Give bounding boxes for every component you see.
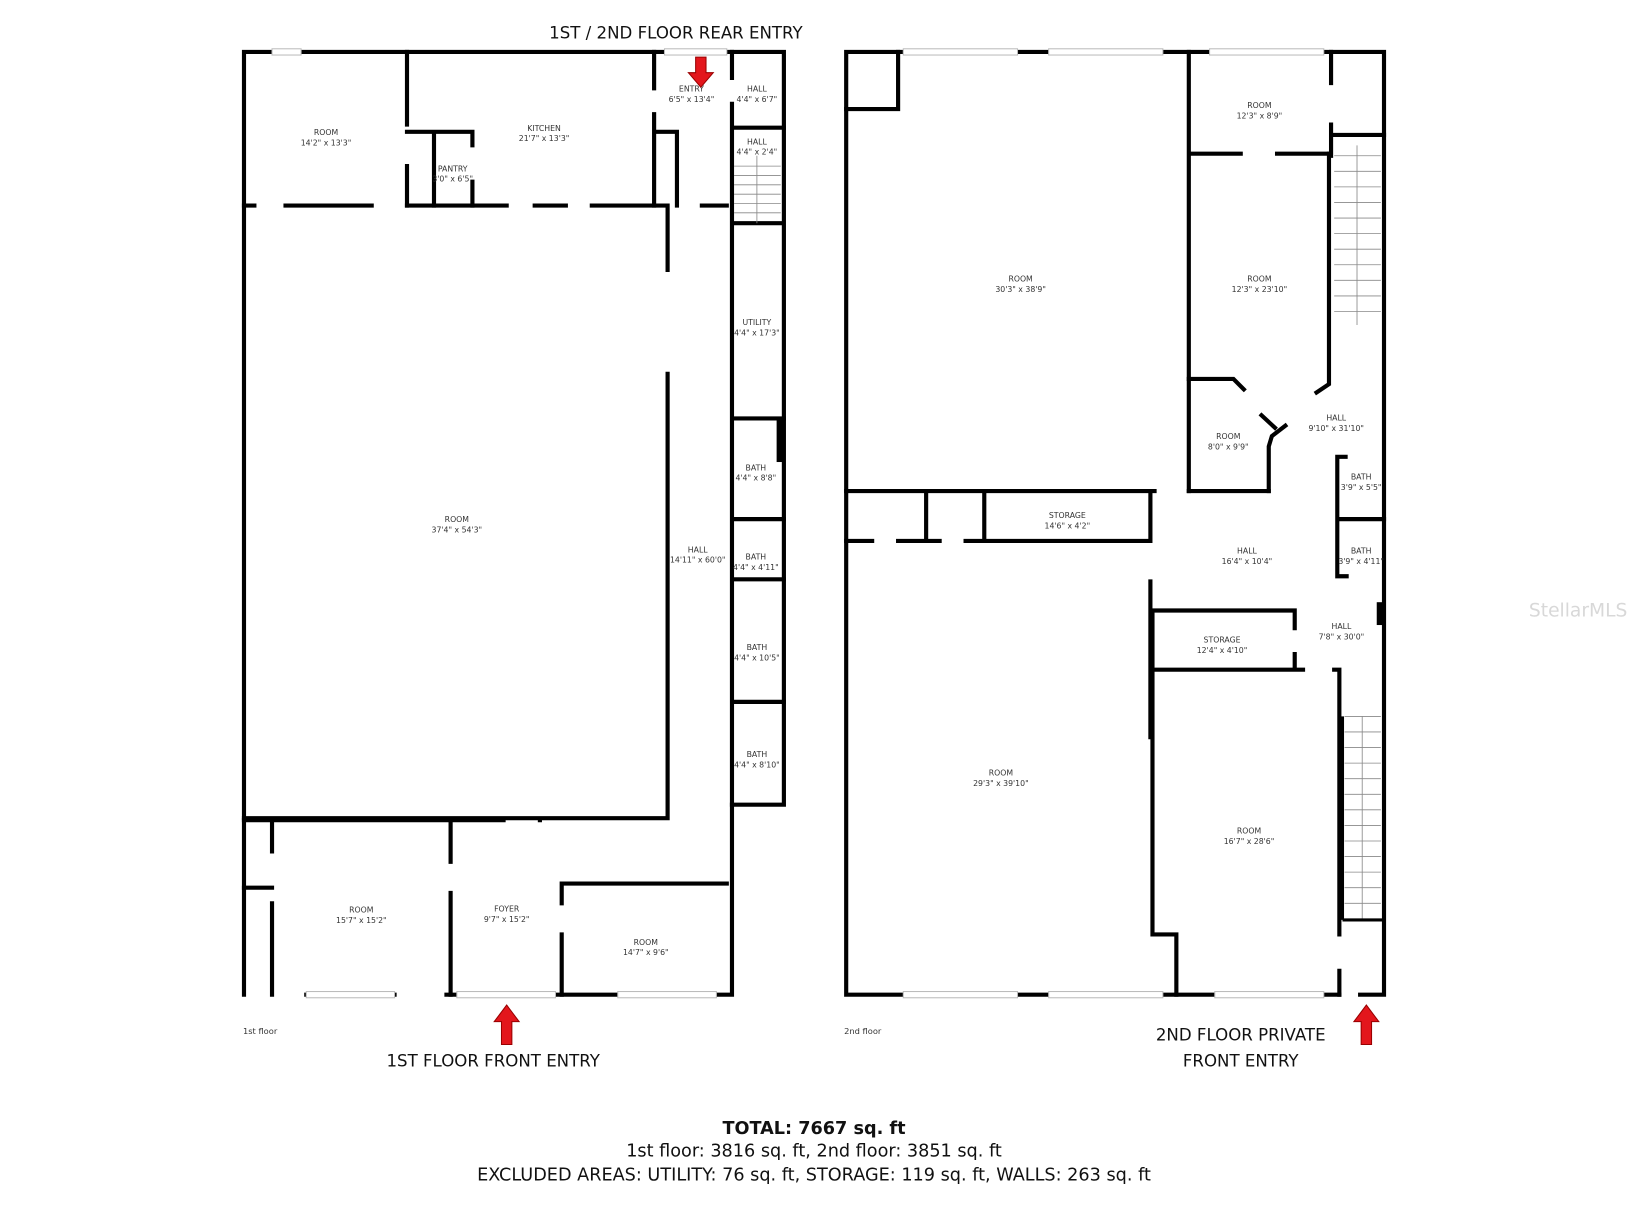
room-label: ROOM: [1237, 827, 1261, 836]
room-size: 14'2" x 13'3": [301, 138, 352, 147]
room-size: 14'7" x 9'6": [623, 948, 669, 957]
watermark: StellarMLS: [1529, 601, 1628, 622]
bath-label: BATH: [746, 553, 767, 562]
hall-label: HALL: [688, 545, 708, 554]
bath-size: 4'4" x 4'11": [733, 563, 779, 572]
room-label: ROOM: [1216, 432, 1240, 441]
hall-size: 14'11" x 60'0": [670, 556, 726, 565]
hall-size: 16'4" x 10'4": [1222, 557, 1273, 566]
private-entry-caption-line1: 2ND FLOOR PRIVATE: [1156, 1025, 1326, 1044]
utility-label: UTILITY: [742, 318, 771, 327]
entry-label: ENTRY: [679, 84, 704, 93]
bath-size: 4'4" x 10'5": [734, 653, 780, 662]
second-floor-labels: ROOM 12'3" x 8'9" ROOM 30'3" x 38'9" ROO…: [844, 101, 1384, 1036]
bath-label: BATH: [747, 643, 768, 652]
second-floor-walls: [844, 48, 1387, 999]
room-size: 37'4" x 54'3": [432, 526, 483, 535]
kitchen-size: 21'7" x 13'3": [519, 134, 570, 143]
private-entry-caption-line2: FRONT ENTRY: [1183, 1051, 1300, 1070]
kitchen-label: KITCHEN: [527, 124, 561, 133]
bath-label: BATH: [1351, 473, 1372, 482]
room-size: 12'3" x 23'10": [1232, 285, 1288, 294]
hall-size: 9'10" x 31'10": [1308, 424, 1364, 433]
hall-label: HALL: [747, 84, 767, 93]
floor-label: 2nd floor: [844, 1026, 882, 1036]
room-size: 8'0" x 9'9": [1208, 443, 1249, 452]
hall-label: HALL: [1237, 546, 1257, 555]
pantry-size: 3'0" x 6'5": [432, 175, 473, 184]
bath-size: 4'4" x 8'10": [734, 760, 780, 769]
utility-size: 4'4" x 17'3": [734, 328, 780, 337]
first-floor-labels: ROOM 14'2" x 13'3" KITCHEN 21'7" x 13'3"…: [243, 84, 780, 1036]
bath-label: BATH: [746, 463, 767, 472]
room-label: ROOM: [314, 128, 338, 137]
rear-entry-arrow-icon: [687, 56, 715, 89]
front-entry-arrow-icon: [493, 1004, 521, 1046]
hall-size: 4'4" x 2'4": [737, 148, 778, 157]
storage-label: STORAGE: [1049, 511, 1086, 520]
room-label: ROOM: [349, 906, 373, 915]
bath-label: BATH: [1351, 546, 1372, 555]
room-size: 16'7" x 28'6": [1224, 837, 1275, 846]
room-size: 30'3" x 38'9": [995, 285, 1046, 294]
foyer-label: FOYER: [494, 905, 520, 914]
bath-size: 4'4" x 8'8": [735, 474, 776, 483]
hall-label: HALL: [1332, 622, 1352, 631]
room-label: ROOM: [1008, 274, 1032, 283]
floor-areas: 1st floor: 3816 sq. ft, 2nd floor: 3851 …: [626, 1142, 1002, 1162]
first-floor-walls: [241, 48, 786, 999]
hall-size: 7'8" x 30'0": [1319, 633, 1365, 642]
room-size: 15'7" x 15'2": [336, 916, 387, 925]
bath-label: BATH: [747, 750, 768, 759]
hall-size: 4'4" x 6'7": [737, 95, 778, 104]
hall-label: HALL: [747, 137, 767, 146]
room-label: ROOM: [1247, 101, 1271, 110]
room-label: ROOM: [445, 515, 469, 524]
entry-size: 6'5" x 13'4": [669, 95, 715, 104]
floor-label: 1st floor: [243, 1026, 278, 1036]
private-entry-arrow-icon: [1352, 1004, 1380, 1046]
front-entry-caption: 1ST FLOOR FRONT ENTRY: [386, 1051, 600, 1070]
hall-label: HALL: [1326, 413, 1346, 422]
room-size: 12'3" x 8'9": [1237, 111, 1283, 120]
storage-size: 12'4" x 4'10": [1197, 646, 1248, 655]
room-label: ROOM: [634, 938, 658, 947]
rear-entry-caption: 1ST / 2ND FLOOR REAR ENTRY: [549, 23, 803, 42]
storage-size: 14'6" x 4'2": [1045, 521, 1091, 530]
room-label: ROOM: [989, 769, 1013, 778]
total-area: TOTAL: 7667 sq. ft: [722, 1119, 906, 1139]
room-label: ROOM: [1247, 274, 1271, 283]
foyer-size: 9'7" x 15'2": [484, 915, 530, 924]
pantry-label: PANTRY: [438, 164, 468, 173]
bath-size: 3'9" x 5'5": [1341, 483, 1382, 492]
bath-size: 3'9" x 4'11": [1338, 557, 1384, 566]
storage-label: STORAGE: [1204, 636, 1241, 645]
room-size: 29'3" x 39'10": [973, 779, 1029, 788]
excluded-areas: EXCLUDED AREAS: UTILITY: 76 sq. ft, STOR…: [477, 1166, 1151, 1186]
